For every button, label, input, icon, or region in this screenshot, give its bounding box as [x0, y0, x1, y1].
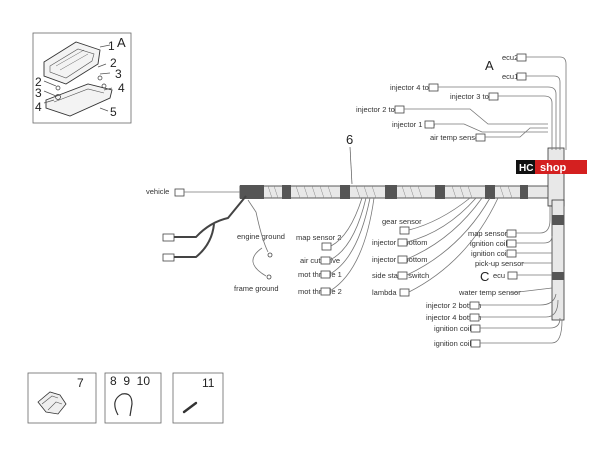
- label-injector3-top: injector 3 top: [450, 92, 493, 101]
- part-label-8-9-10: 8 9 10: [110, 374, 150, 388]
- label-air-temp-sensor: air temp sensor: [430, 133, 482, 142]
- clip-drawing: [182, 401, 198, 414]
- label-mot-throttle-1: mot throttle 1: [298, 270, 342, 279]
- label-ignition-coil-4: ignition coil 4: [434, 339, 477, 348]
- label-injector4-bottom: injector 4 bottom: [426, 313, 481, 322]
- connector-map-sensor-1: [506, 229, 517, 238]
- label-air-cut-valve: air cut valve: [300, 256, 340, 265]
- cable-tie-drawing: [114, 393, 133, 417]
- label-engine-ground: engine ground: [237, 232, 285, 241]
- label-vehicle: vehicle: [146, 187, 169, 196]
- connector-injector1-bottom: [397, 238, 408, 247]
- left-connections: vehicle engine ground frame ground: [146, 187, 285, 293]
- label-injector2-bottom: injector 2 bottom: [426, 301, 481, 310]
- detail-a-num-4b: 4: [118, 81, 125, 95]
- label-ignition-coil-3: ignition coil 3: [470, 239, 513, 248]
- connector-vehicle: [174, 188, 185, 197]
- connector-air-cut-valve: [320, 256, 331, 265]
- label-ignition-coil-1: ignition coil 1: [471, 249, 514, 258]
- detail-a-num-1: 1: [108, 39, 115, 53]
- label-map-sensor-1: map sensor 1: [468, 229, 513, 238]
- engine-ground-terminal: [267, 252, 273, 258]
- connector-left-lower: [162, 253, 175, 262]
- label-water-temp-sensor: water temp sensor: [458, 288, 521, 297]
- label-mot-throttle-2: mot throttle 2: [298, 287, 342, 296]
- connector-ignition-coil-1: [506, 249, 517, 258]
- detail-a-ecu-assembly: 1 A 2 3 2 3 4 4 5: [32, 32, 132, 124]
- part-box-11: 11: [172, 372, 224, 424]
- hc-shop-logo: HC shop: [516, 160, 587, 174]
- connector-ecu2: [516, 53, 527, 62]
- frame-ground-terminal: [266, 274, 272, 280]
- label-ecu1: ecu1: [502, 72, 518, 81]
- detail-a-num-4a: 4: [35, 100, 42, 114]
- connector-injector3-bottom: [397, 255, 408, 264]
- header-letter-a: A: [485, 58, 494, 73]
- part-label-7: 7: [77, 376, 84, 390]
- connector-ignition-coil-2: [470, 324, 481, 333]
- detail-a-num-5: 5: [110, 105, 117, 119]
- detail-a-num-3a: 3: [35, 86, 42, 100]
- connector-ignition-coil-4: [470, 339, 481, 348]
- connector-injector2-bottom: [469, 301, 480, 310]
- connector-injector1-top: [424, 120, 435, 129]
- connector-mot-throttle-1: [320, 270, 331, 279]
- detail-a-num-2b: 2: [110, 56, 117, 70]
- part-box-7: 7: [27, 372, 97, 424]
- connector-lambda: [399, 288, 410, 297]
- label-injector2-top: injector 2 top: [356, 105, 399, 114]
- label-ecu2: ecu2: [502, 53, 518, 62]
- connector-map-sensor-2: [321, 242, 332, 251]
- connector-injector4-bottom: [469, 313, 480, 322]
- label-injector1-top: injector 1 top: [392, 120, 435, 129]
- connector-injector3-top: [488, 92, 499, 101]
- main-part-number: 6: [346, 132, 353, 147]
- connector-mot-throttle-2: [320, 287, 331, 296]
- detail-a-letter: A: [117, 35, 126, 50]
- part-box-8-9-10: 8 9 10: [104, 372, 162, 424]
- detail-a-num-2a: 2: [35, 75, 42, 89]
- logo-hc: HC: [519, 163, 533, 174]
- label-frame-ground: frame ground: [234, 284, 279, 293]
- label-c-letter: C: [480, 269, 489, 284]
- part-label-11: 11: [202, 376, 215, 390]
- label-pickup-sensor: pick-up sensor: [475, 259, 524, 268]
- top-right-connectors: A ecu2 ecu1 injector 4 top injector 3 to…: [356, 53, 567, 150]
- right-bottom-connectors: map sensor 1 ignition coil 3 ignition co…: [426, 205, 563, 348]
- connector-ignition-coil-3: [506, 239, 517, 248]
- connector-ecu: [507, 271, 518, 280]
- detail-a-num-3b: 3: [115, 67, 122, 81]
- connector-air-temp-sensor: [475, 133, 486, 142]
- connector-gear-sensor: [399, 226, 410, 235]
- label-injector4-top: injector 4 top: [390, 83, 433, 92]
- connector-ecu1: [516, 72, 527, 81]
- label-ecu: ecu: [493, 271, 505, 280]
- label-map-sensor-2: map sensor 2: [296, 233, 341, 242]
- label-gear-sensor: gear sensor: [382, 217, 422, 226]
- connector-injector2-top: [394, 105, 405, 114]
- bracket-drawing: [45, 83, 113, 117]
- connector-injector4-top: [428, 83, 439, 92]
- logo-shop: shop: [540, 162, 567, 174]
- connector-side-stand-switch: [397, 271, 408, 280]
- label-ignition-coil-2: ignition coil 2: [434, 324, 477, 333]
- center-connectors: map sensor 2 air cut valve mot throttle …: [296, 197, 499, 297]
- label-lambda: lambda: [372, 288, 397, 297]
- connector-left-upper: [162, 233, 175, 242]
